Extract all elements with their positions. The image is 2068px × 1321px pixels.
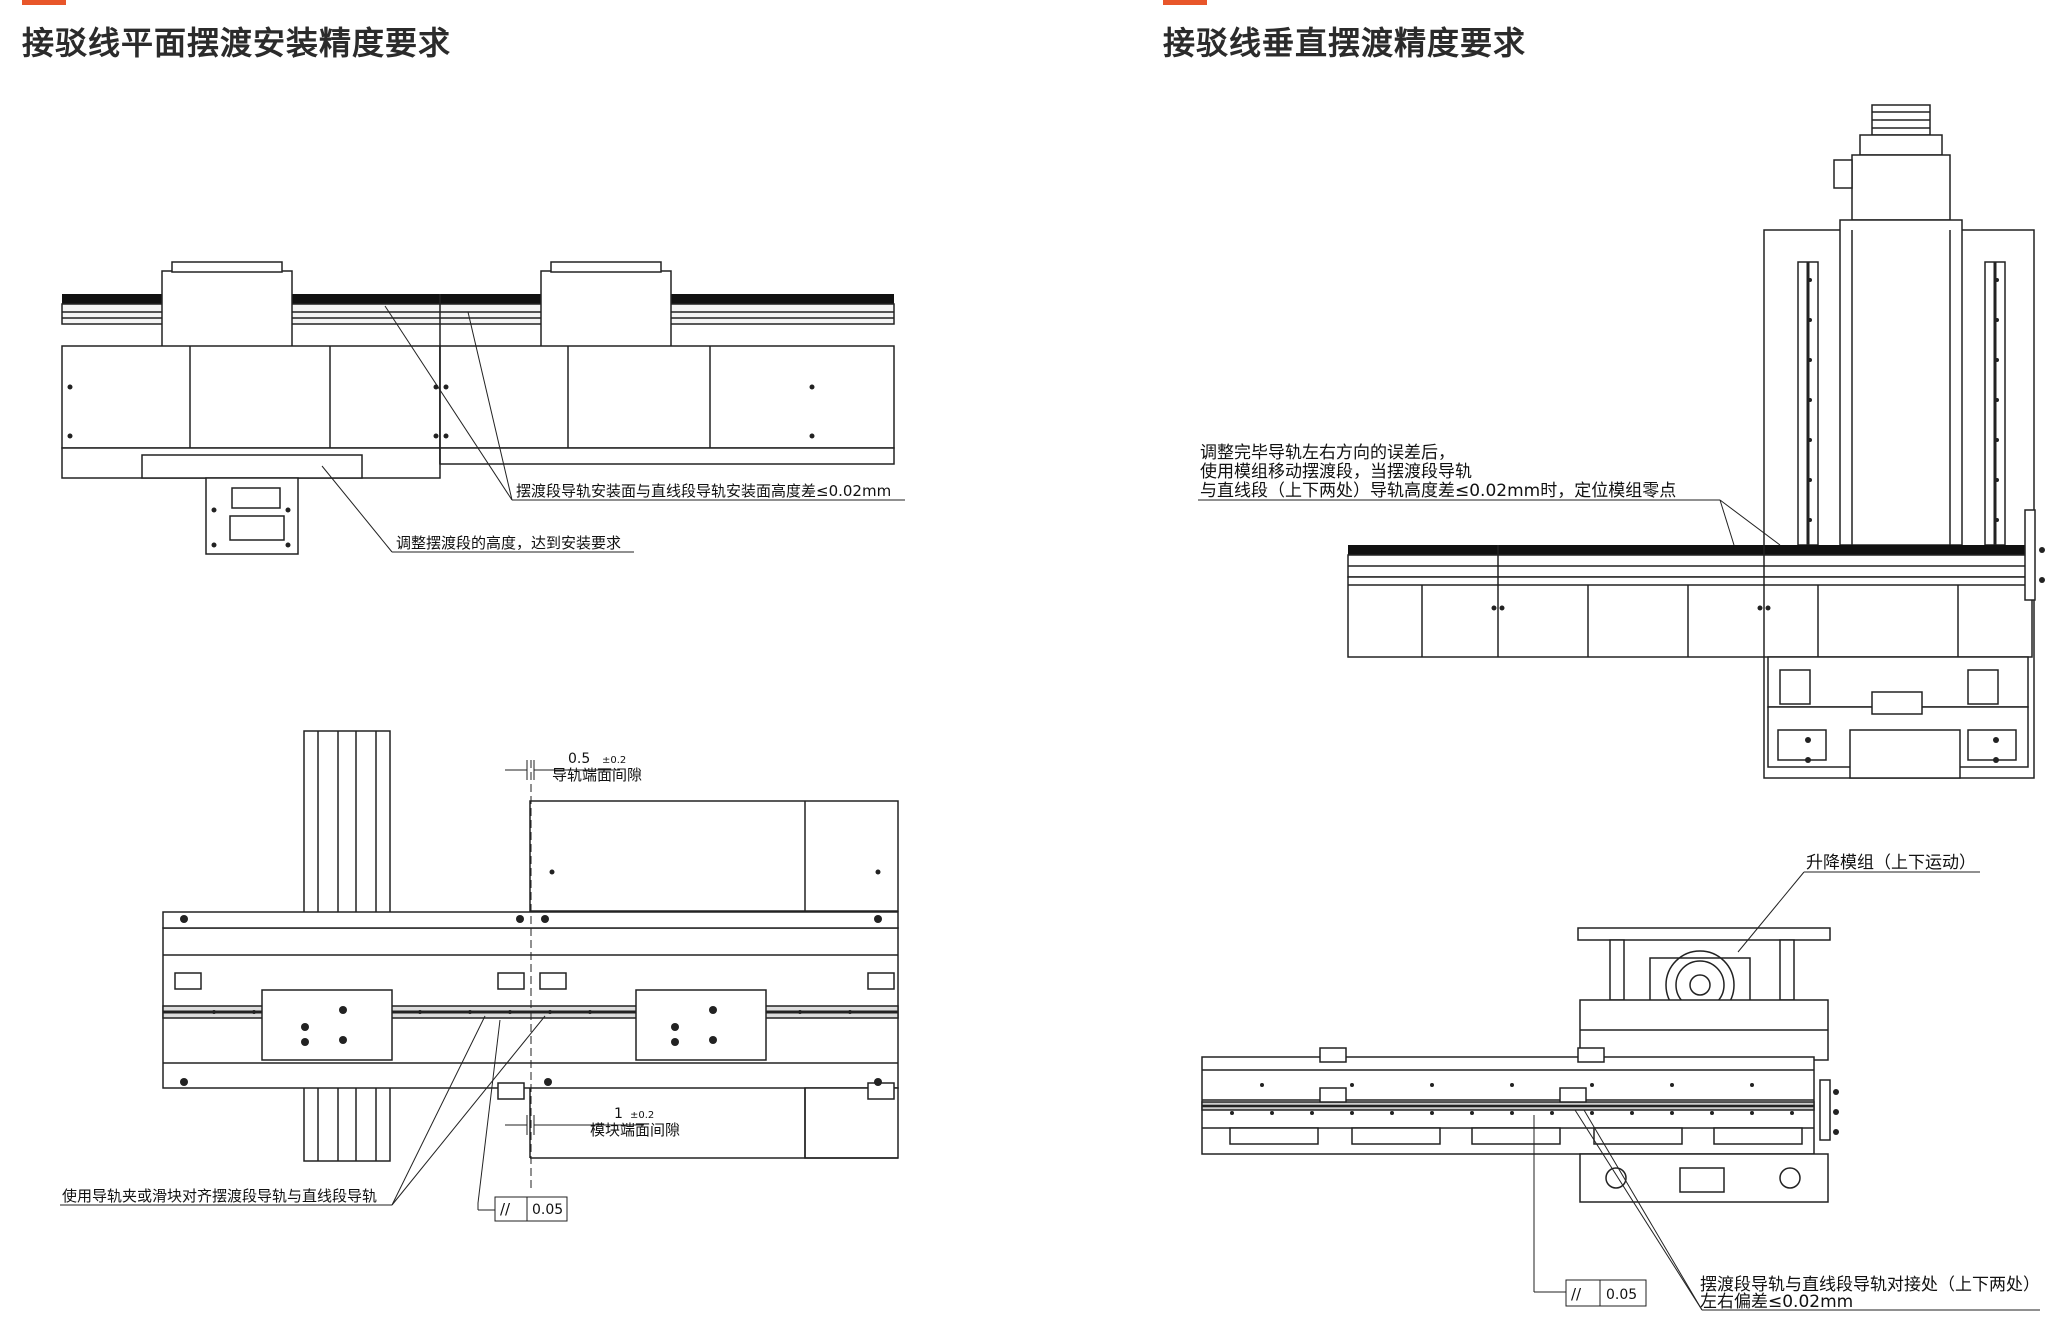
module-gap-label: 模块端面间隙: [590, 1121, 680, 1139]
vertical-parallelism-value: 0.05: [1606, 1287, 1637, 1303]
front-view-leader-1: [1719, 499, 1781, 546]
zero-position-note-line1: 调整完毕导轨左右方向的误差后，: [1200, 443, 1455, 463]
vertical-transfer-plan-view: [1201, 927, 1831, 1203]
joint-note-line2: 左右偏差≤0.02mm: [1700, 1292, 1853, 1312]
zero-position-note-line2: 使用模组移动摆渡段，当摆渡段导轨: [1200, 461, 1472, 482]
right-title-accent: [1163, 0, 1207, 5]
vertical-parallelism-symbol: //: [1571, 1285, 1582, 1303]
left-title-accent: [22, 0, 66, 5]
adjust-height-note: 调整摆渡段的高度，达到安装要求: [396, 534, 621, 552]
module-gap-tolerance: ±0.2: [630, 1110, 654, 1121]
parallelism-value: 0.05: [532, 1202, 563, 1218]
rail-gap-tolerance: ±0.2: [602, 755, 626, 766]
lift-module-label: 升降模组（上下运动）: [1806, 853, 1976, 873]
module-gap-value: 1: [614, 1106, 623, 1122]
rail-gap-value: 0.5: [568, 751, 590, 767]
flat-transfer-side-view: [61, 261, 905, 555]
rail-gap-label: 导轨端面间隙: [552, 766, 642, 784]
zero-position-note-line3: 与直线段（上下两处）导轨高度差≤0.02mm时，定位模组零点: [1200, 481, 1676, 501]
joint-note-line1: 摆渡段导轨与直线段导轨对接处（上下两处）: [1700, 1275, 2040, 1295]
height-diff-note: 摆渡段导轨安装面与直线段导轨安装面高度差≤0.02mm: [516, 482, 891, 500]
right-section-title: 接驳线垂直摆渡精度要求: [1163, 24, 1527, 62]
plan-view-dimensions: [60, 760, 644, 1222]
plan-view-bolts: [180, 869, 882, 1086]
front-view-bolts: [1491, 278, 2045, 763]
flat-transfer-plan-view: [162, 730, 899, 1190]
parallelism-symbol: //: [500, 1200, 511, 1218]
left-section-title: 接驳线平面摆渡安装精度要求: [22, 24, 452, 62]
vertical-plan-bolts: [1230, 1083, 1839, 1135]
vertical-transfer-front-view: [1347, 104, 2036, 779]
vertical-plan-dimensions: [1533, 1109, 2040, 1311]
lift-module-leader: [1737, 871, 1805, 953]
align-rail-note: 使用导轨夹或滑块对齐摆渡段导轨与直线段导轨: [62, 1187, 377, 1205]
front-view-leader-2: [1719, 499, 1735, 546]
